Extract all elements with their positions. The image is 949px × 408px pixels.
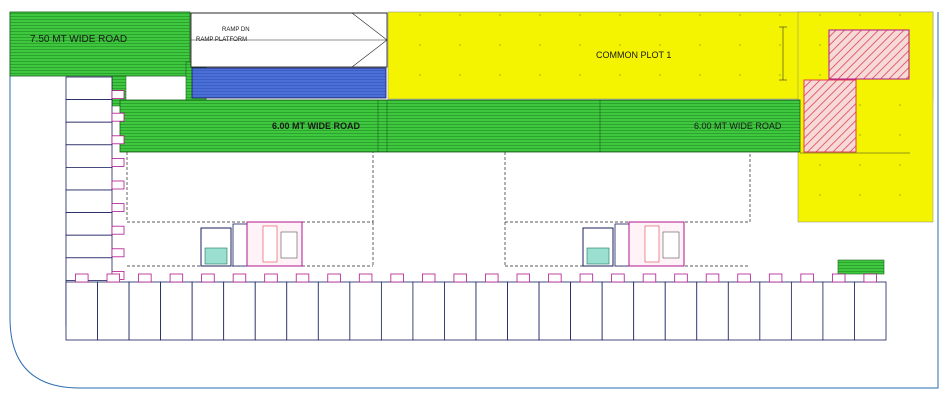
road-600 xyxy=(119,99,801,153)
left-unit-annex xyxy=(111,135,125,145)
bottom-unit-annex xyxy=(674,273,688,283)
core-left xyxy=(200,221,303,267)
bottom-unit xyxy=(349,281,382,341)
bottom-unit xyxy=(254,281,288,341)
left-unit-annex xyxy=(111,203,125,213)
bottom-unit xyxy=(97,281,130,341)
left-unit xyxy=(65,212,113,236)
road-750-label: 7.50 MT WIDE ROAD xyxy=(30,34,128,45)
bottom-unit-annex xyxy=(768,273,783,283)
road-600-right-label: 6.00 MT WIDE ROAD xyxy=(694,121,782,131)
bottom-unit xyxy=(444,281,477,341)
left-unit-annex xyxy=(111,157,125,167)
bottom-unit-annex xyxy=(264,273,278,283)
bottom-unit-annex xyxy=(390,273,404,283)
road-750 xyxy=(9,11,191,77)
bottom-unit-annex xyxy=(863,273,877,283)
bottom-unit xyxy=(191,281,225,341)
left-unit xyxy=(65,144,113,168)
bottom-unit-annex xyxy=(737,273,751,283)
bottom-unit xyxy=(65,281,98,341)
bottom-unit xyxy=(538,281,572,341)
bottom-unit xyxy=(475,281,508,341)
left-unit-annex xyxy=(111,180,125,190)
site-boundary xyxy=(9,12,939,389)
bottom-unit xyxy=(727,281,761,341)
hatched-plot-top xyxy=(828,29,910,80)
bottom-unit xyxy=(633,281,666,341)
bottom-unit-annex xyxy=(611,273,625,283)
bottom-unit-annex xyxy=(485,273,499,283)
bottom-unit-annex xyxy=(421,273,436,283)
bottom-unit-annex xyxy=(358,273,373,283)
bottom-unit-annex xyxy=(327,273,341,283)
bottom-unit-annex xyxy=(831,273,846,283)
left-unit xyxy=(65,257,113,281)
bottom-unit xyxy=(160,281,193,341)
bottom-unit-annex xyxy=(232,273,247,283)
ramp-platform-label: RAMP PLATFORM xyxy=(196,37,248,43)
bottom-unit xyxy=(822,281,855,341)
left-unit xyxy=(65,166,113,191)
bottom-unit xyxy=(570,281,603,341)
bottom-unit-annex xyxy=(138,273,152,283)
bottom-unit-row xyxy=(65,273,887,341)
bottom-unit-annex xyxy=(453,273,467,283)
bottom-unit-annex xyxy=(75,273,89,283)
ramp-platform-blue xyxy=(191,67,387,99)
bottom-unit xyxy=(759,281,792,341)
bottom-unit xyxy=(380,281,414,341)
left-unit xyxy=(65,99,113,123)
bottom-unit xyxy=(412,281,445,341)
common-plot-label: COMMON PLOT 1 xyxy=(596,50,672,60)
bottom-unit-annex xyxy=(579,273,594,283)
left-unit xyxy=(65,121,113,146)
bottom-unit-annex xyxy=(201,273,215,283)
bottom-unit xyxy=(223,281,256,341)
bottom-unit xyxy=(286,281,319,341)
road-600-left-label: 6.00 MT WIDE ROAD xyxy=(272,121,361,131)
bottom-unit-annex xyxy=(516,273,531,283)
bottom-unit-annex xyxy=(642,273,657,283)
left-unit-annex xyxy=(111,248,125,258)
bottom-unit xyxy=(507,281,540,341)
bottom-unit-annex xyxy=(548,273,562,283)
bottom-unit-annex xyxy=(295,273,310,283)
core-right xyxy=(582,221,685,267)
left-unit-annex xyxy=(111,112,125,122)
left-unit xyxy=(65,76,113,101)
bottom-unit xyxy=(601,281,635,341)
bottom-unit-annex xyxy=(169,273,184,283)
bottom-unit-annex xyxy=(106,273,121,283)
left-unit xyxy=(65,234,113,259)
hatched-plot-lower xyxy=(803,79,857,153)
ramp-dn-label: RAMP DN xyxy=(222,27,250,33)
bottom-unit-annex xyxy=(705,273,720,283)
bottom-unit xyxy=(696,281,729,341)
bottom-unit-annex xyxy=(800,273,814,283)
bottom-unit xyxy=(854,281,887,341)
bottom-unit xyxy=(128,281,162,341)
utility-block xyxy=(837,259,885,275)
left-unit xyxy=(65,189,113,214)
bottom-unit xyxy=(317,281,351,341)
bottom-unit xyxy=(790,281,824,341)
bottom-unit xyxy=(664,281,698,341)
left-unit-annex xyxy=(111,90,125,99)
left-unit-annex xyxy=(111,225,125,235)
